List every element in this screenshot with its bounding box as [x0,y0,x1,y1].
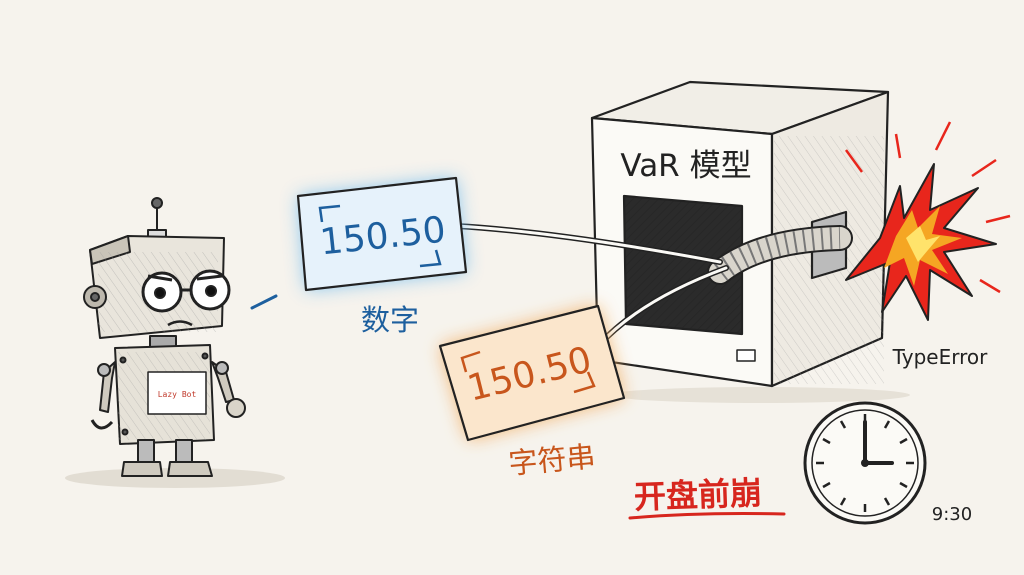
warning-underline [628,512,786,520]
robot-speech-tick [250,294,278,310]
number-cable-inner [454,224,722,264]
machine-shadow [610,387,910,403]
robot-shadow [65,468,285,488]
hose [707,225,853,285]
robot [83,197,246,477]
string-card-label: 字符串 [507,439,597,480]
number-card [296,176,468,292]
string-cable-inner [596,266,728,348]
warning-text: 开盘前崩 [633,474,762,516]
number-card-label: 数字 [361,303,419,337]
machine-title: VaR 模型 [620,148,751,184]
clock-icon [803,401,927,525]
type-error-text: TypeError [892,345,988,369]
clock-time: 9:30 [932,504,972,525]
robot-badge: Lazy Bot [158,390,197,399]
error-burst [844,121,1011,321]
string-card [438,304,626,442]
var-machine [590,80,890,388]
